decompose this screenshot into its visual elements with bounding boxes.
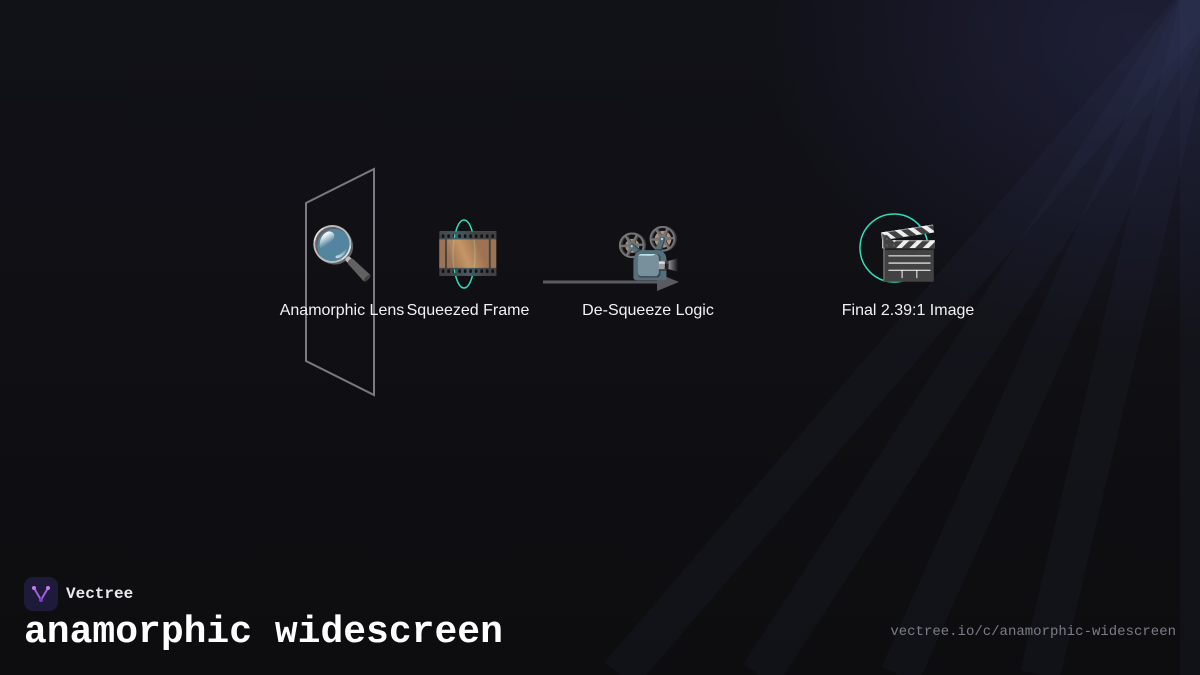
final-image-highlight-circle <box>859 213 929 283</box>
film-frames-icon: 🎞️ <box>435 224 501 284</box>
film-projector-icon: 📽️ <box>615 224 681 284</box>
node-label: De-Squeeze Logic <box>582 302 714 319</box>
node-de-squeeze-logic: 📽️ De-Squeeze Logic <box>568 224 728 320</box>
clapper-board-icon: 🎬 <box>875 224 941 284</box>
node-squeezed-frame: 🎞️ Squeezed Frame <box>388 224 548 320</box>
brand: Vectree <box>24 577 133 611</box>
lens-trapezoid-shape <box>305 167 375 397</box>
node-final-image: 🎬 Final 2.39:1 Image <box>828 224 988 320</box>
node-label: Squeezed Frame <box>406 302 530 319</box>
squeeze-highlight-ellipse <box>452 219 476 289</box>
vectree-logo-icon <box>24 577 58 611</box>
flow-arrow-head <box>657 273 679 291</box>
node-label: Anamorphic Lens <box>279 302 405 319</box>
node-label: Final 2.39:1 Image <box>841 302 975 319</box>
page-title: anamorphic widescreen <box>24 611 503 654</box>
magnifier-icon: 🔍 <box>309 224 375 284</box>
brand-name: Vectree <box>66 585 134 603</box>
node-anamorphic-lens: 🔍 Anamorphic Lens <box>262 224 422 320</box>
source-url: vectree.io/c/anamorphic-widescreen <box>890 624 1176 640</box>
